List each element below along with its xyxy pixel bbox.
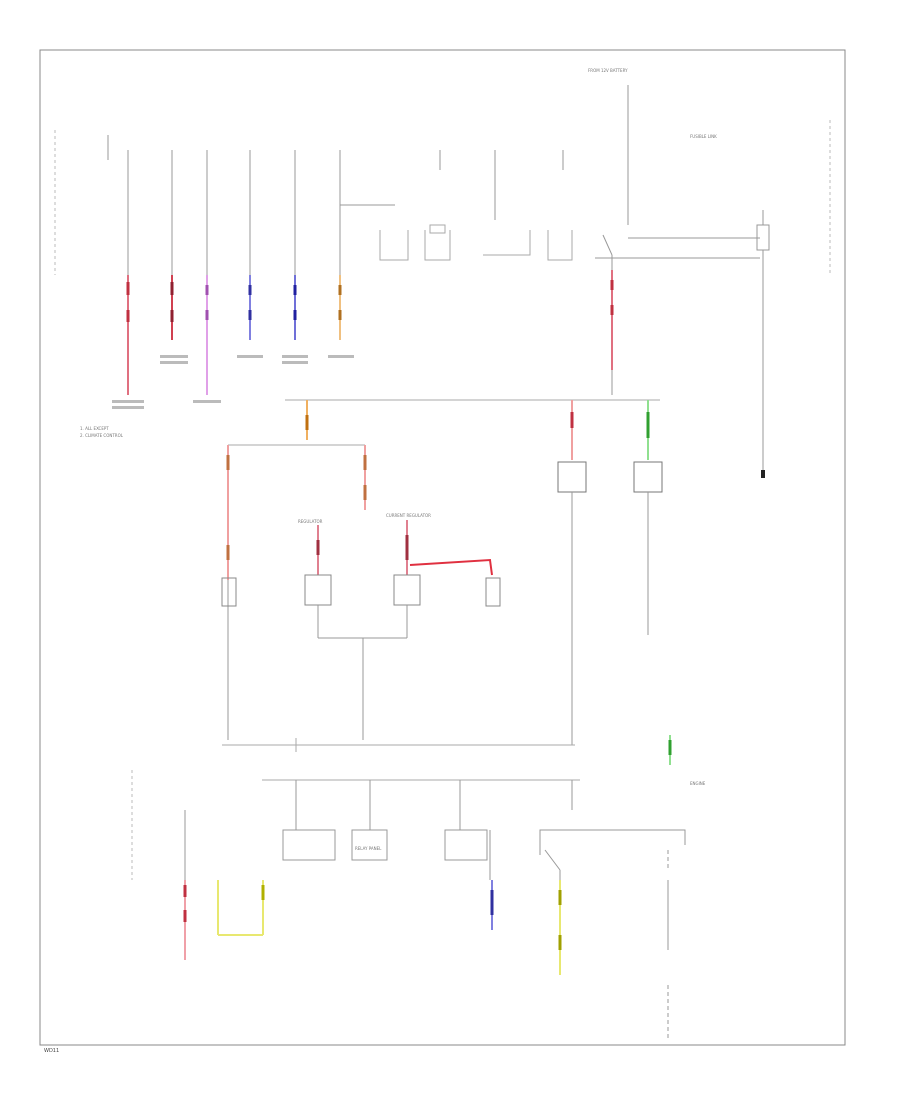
bottom-fuse-drops [295, 780, 573, 830]
diagram-code: WD11 [44, 1048, 59, 1054]
bottom-switch-box [539, 829, 686, 1040]
regulator-label: REGULATOR [298, 519, 323, 524]
right-relay-pair [557, 400, 663, 745]
engine-label: ENGINE [690, 781, 706, 786]
top-relays [379, 224, 573, 261]
regulator-relay [304, 525, 332, 638]
current-regulator-relay [393, 520, 501, 638]
bottom-relays [282, 829, 491, 880]
diagram-frame [39, 49, 846, 1046]
fuse-drop-wires [127, 170, 496, 275]
top-fuse-markers [107, 135, 564, 170]
wire-yellow-loop [217, 880, 265, 936]
battery-feed-label: FROM 12V BATTERY [588, 68, 628, 73]
top-wire-labels [112, 355, 354, 409]
relay-panel-label: RELAY PANEL [355, 846, 382, 851]
legend-note-2: 2. CLIMATE CONTROL [80, 433, 124, 438]
current-regulator-label: CURRENT REGULATOR [386, 513, 431, 518]
fusible-link-label: FUSIBLE LINK [690, 134, 717, 139]
battery-feed [595, 85, 770, 470]
left-relay-box [221, 577, 237, 607]
legend-note-1: 1. ALL EXCEPT [80, 426, 109, 431]
